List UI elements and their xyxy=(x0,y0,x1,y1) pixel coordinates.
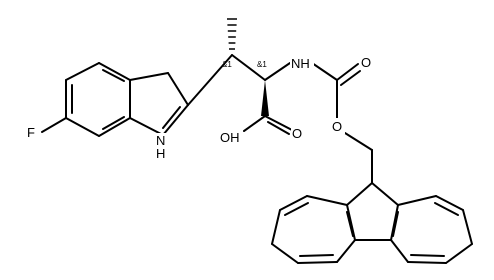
carbamate-carbonyl-oxygen-label: O xyxy=(361,55,371,70)
acid-hydroxyl-label: OH xyxy=(220,130,240,145)
indole-benzene-ring xyxy=(65,62,131,137)
c-f-bond xyxy=(41,117,67,133)
alpha-bold-wedge xyxy=(261,80,269,116)
acid-carbonyl-oxygen-label: O xyxy=(292,126,302,141)
alpha-carbon-stereo-label: &1 xyxy=(257,60,267,69)
indole-hydrogen-label: H xyxy=(156,146,165,161)
methyl-hash-wedge xyxy=(227,18,237,50)
indole-pyrrole-ring xyxy=(129,72,189,136)
fluorenyl-group xyxy=(271,182,473,264)
indole-nitrogen-label: N xyxy=(156,133,165,148)
amide-nh-label: NH xyxy=(291,56,310,71)
carbamate-ester-oxygen-label: O xyxy=(332,119,342,134)
carbamate-group xyxy=(311,62,373,184)
atom-labels: F N H NH O O OH O xyxy=(26,54,374,161)
side-chain xyxy=(187,18,293,135)
stereo-labels: &1 &1 xyxy=(222,60,267,69)
beta-carbon-stereo-label: &1 xyxy=(222,60,232,69)
fluorine-label: F xyxy=(27,125,35,140)
